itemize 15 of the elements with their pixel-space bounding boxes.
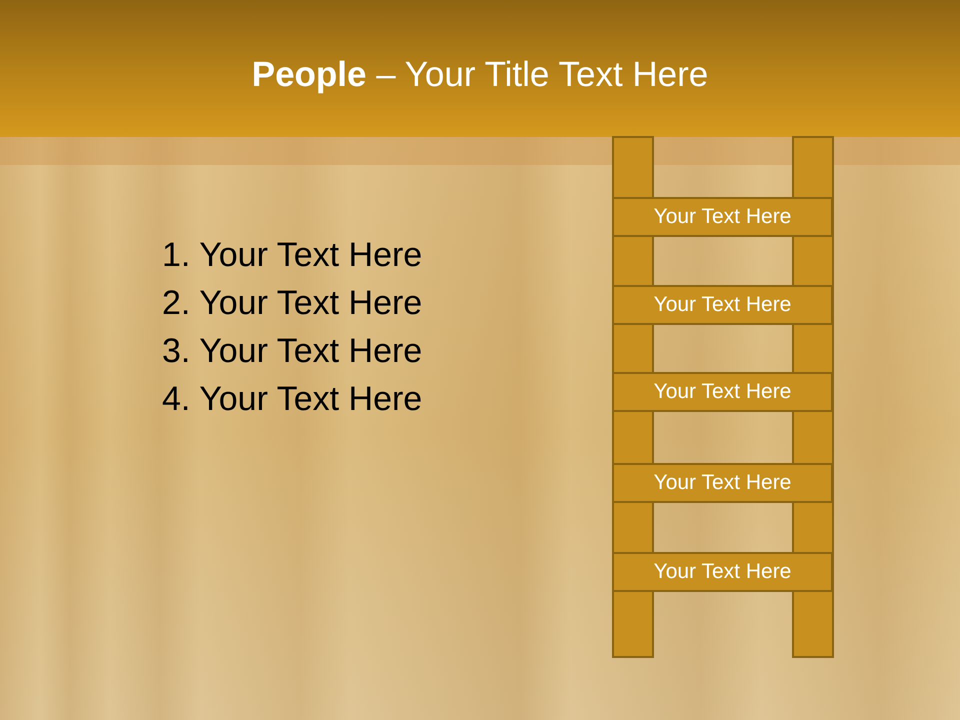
rung-label: Your Text Here xyxy=(654,471,792,495)
list-item: 1. Your Text Here xyxy=(162,235,422,276)
ladder-rung xyxy=(612,197,833,237)
ladder-rung xyxy=(612,285,833,325)
rung-label: Your Text Here xyxy=(654,560,792,584)
ladder-rung xyxy=(612,372,833,412)
list-item: 2. Your Text Here xyxy=(162,283,422,324)
rung-label: Your Text Here xyxy=(654,293,792,317)
rung-label: Your Text Here xyxy=(654,380,792,404)
rung-label: Your Text Here xyxy=(654,205,792,229)
list-item: 3. Your Text Here xyxy=(162,331,422,372)
list-item: 4. Your Text Here xyxy=(162,379,422,420)
slide-title: People – Your Title Text Here xyxy=(250,54,710,96)
ladder-rung xyxy=(612,463,833,503)
ladder-rung xyxy=(612,552,833,592)
